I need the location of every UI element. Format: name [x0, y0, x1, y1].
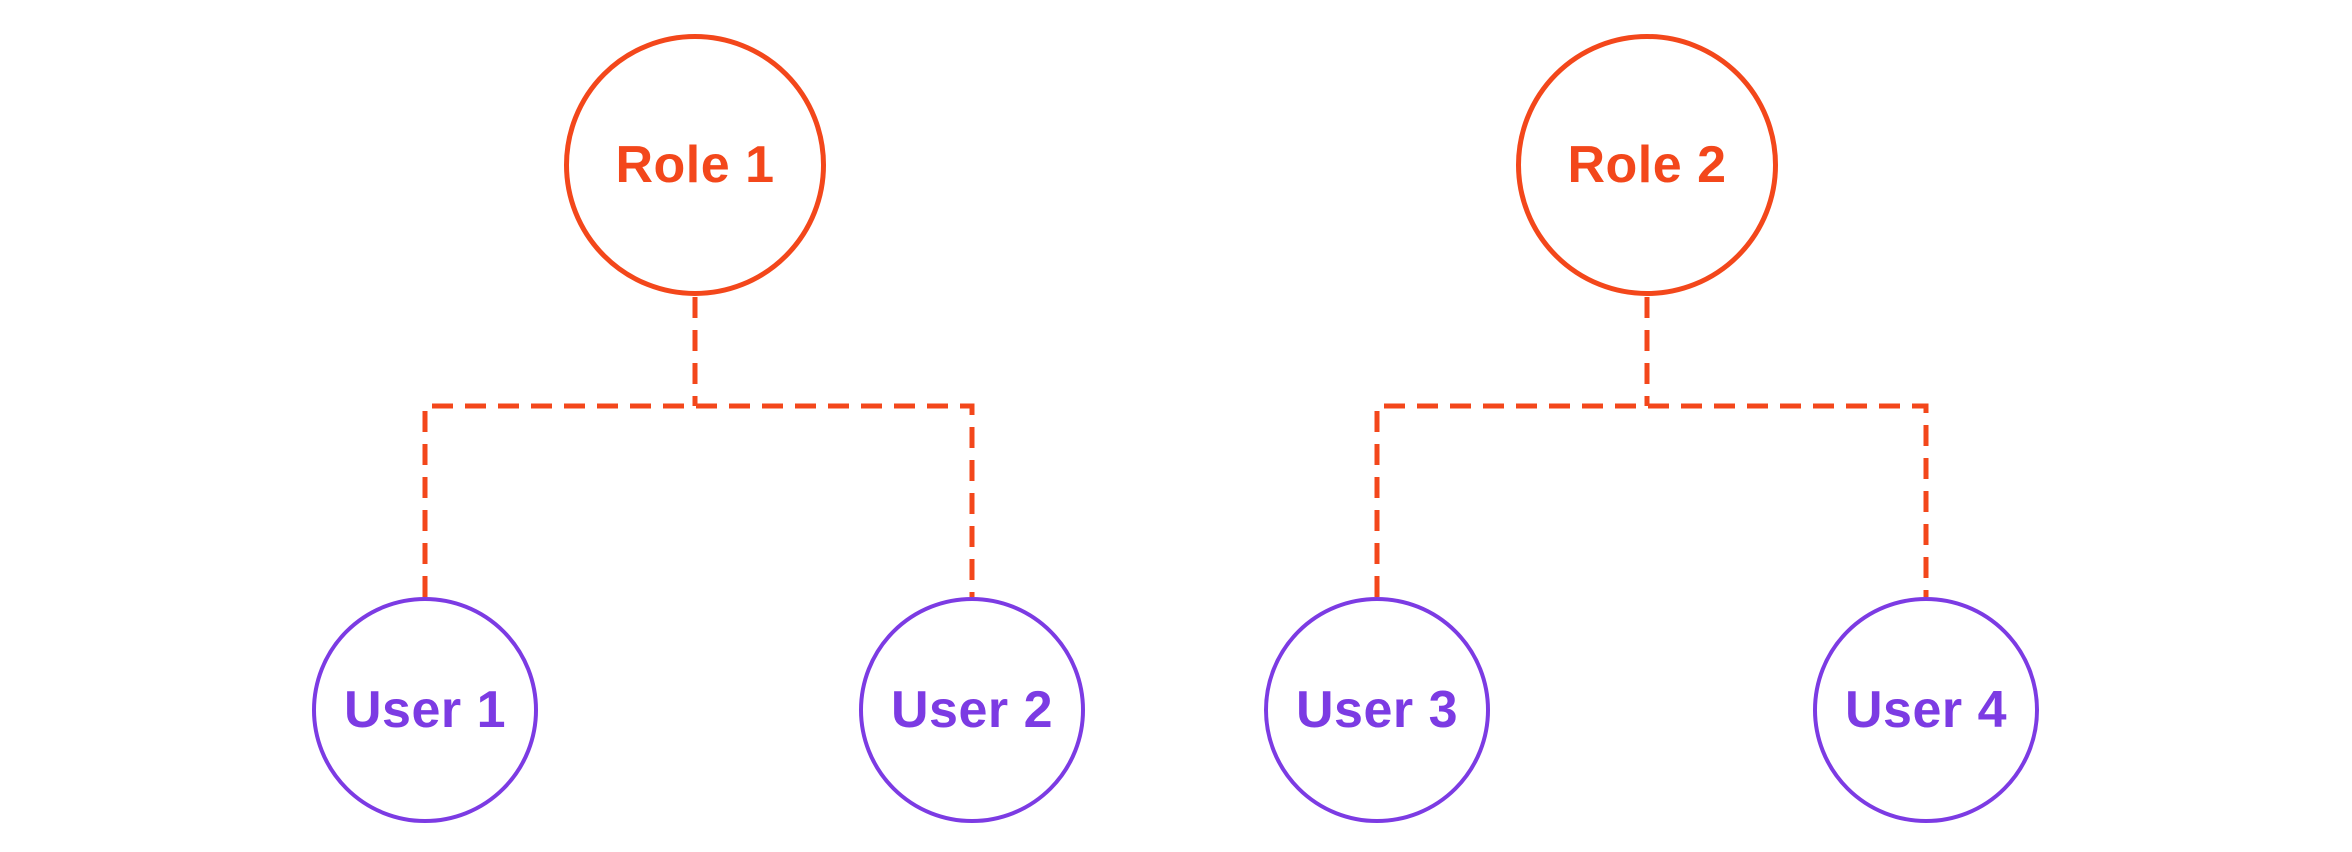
role-1-label: Role 1 [615, 136, 775, 194]
role-2-label: Role 2 [1567, 136, 1727, 194]
user-3-node: User 3 [1264, 597, 1490, 823]
user-2-label: User 2 [891, 681, 1053, 739]
role-1-node: Role 1 [564, 34, 826, 296]
user-2-node: User 2 [859, 597, 1085, 823]
role-2-node: Role 2 [1516, 34, 1778, 296]
tree-1-connector [422, 297, 975, 597]
user-1-label: User 1 [344, 681, 506, 739]
user-4-node: User 4 [1813, 597, 2039, 823]
user-3-label: User 3 [1296, 681, 1458, 739]
user-4-label: User 4 [1845, 681, 2007, 739]
tree-2-connector [1374, 297, 1929, 597]
user-1-node: User 1 [312, 597, 538, 823]
